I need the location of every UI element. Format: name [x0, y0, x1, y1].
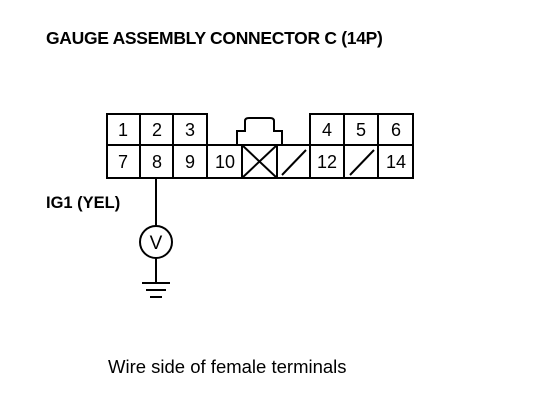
terminal-number: 9: [185, 152, 195, 172]
voltmeter-symbol: V: [150, 233, 163, 254]
empty-cavity-x-mark: [241, 144, 278, 179]
ground-icon: [142, 282, 170, 298]
connector-lock-tab: [236, 117, 283, 145]
diagram-caption: Wire side of female terminals: [108, 356, 347, 377]
terminal-number: 5: [356, 120, 366, 140]
empty-cavity-slash: [281, 149, 307, 176]
terminal-number: 6: [391, 120, 401, 140]
wire-label: IG1 (YEL): [46, 194, 120, 212]
terminal-number: 2: [152, 120, 162, 140]
terminal-number: 14: [386, 152, 406, 172]
terminal-number: 3: [185, 120, 195, 140]
terminal-number: 10: [215, 152, 235, 172]
terminal-number: 12: [317, 152, 337, 172]
connector-bottom-row: [106, 144, 414, 179]
terminal-number: 4: [322, 120, 332, 140]
terminal-number: 7: [118, 152, 128, 172]
terminal-number: 1: [118, 120, 128, 140]
diagram-title: GAUGE ASSEMBLY CONNECTOR C (14P): [46, 28, 383, 48]
empty-cavity-slash: [349, 149, 375, 176]
terminal-number: 8: [152, 152, 162, 172]
